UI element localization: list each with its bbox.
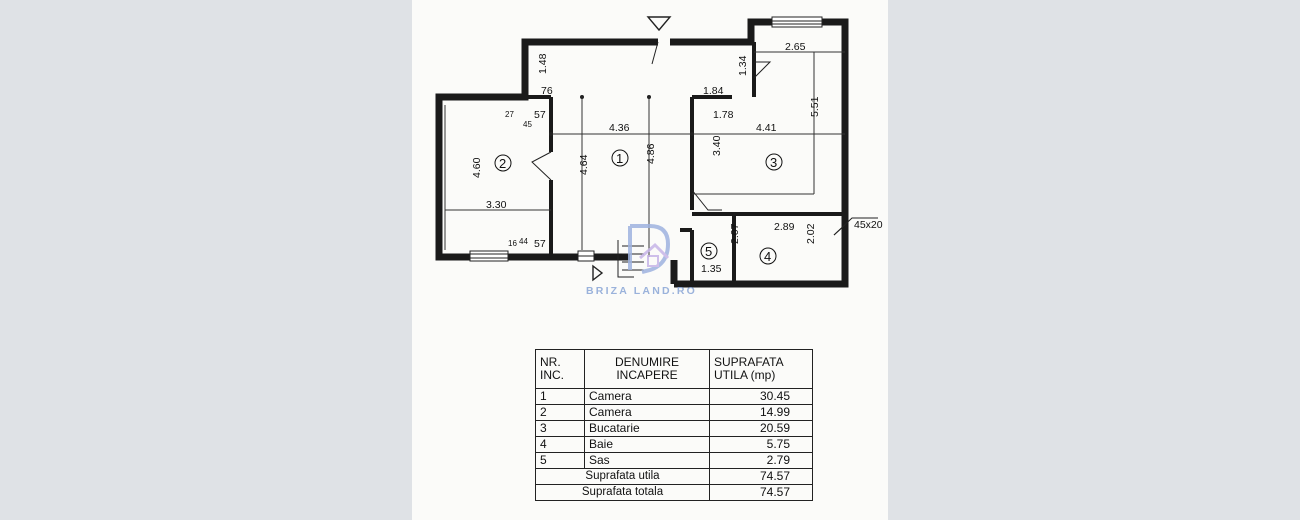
- room-number-1: 1: [616, 151, 623, 166]
- dim-57-top: 57: [534, 109, 546, 121]
- room-number-3: 3: [770, 155, 777, 170]
- floor-plan-drawing: 2.65 1.48 1.34 76 1.84 1.78 5.51 27 45 5…: [435, 16, 883, 297]
- dim-4-36: 4.36: [609, 122, 630, 134]
- table-header-row: NR. INC. DENUMIRE INCAPERE SUPRAFATA UTI…: [535, 349, 813, 389]
- dim-2-07: 2.07: [729, 223, 741, 244]
- dim-3-30: 3.30: [486, 199, 507, 211]
- watermark: BRIZA LAND.RO: [586, 224, 697, 297]
- dim-4-60: 4.60: [471, 157, 483, 178]
- dim-4-86: 4.86: [645, 143, 657, 164]
- header-name: DENUMIRE INCAPERE: [584, 349, 710, 389]
- dim-2-89: 2.89: [774, 221, 795, 233]
- floor-plan-sheet: 2.65 1.48 1.34 76 1.84 1.78 5.51 27 45 5…: [412, 0, 888, 520]
- room-number-2: 2: [499, 156, 506, 171]
- dimension-lines: [444, 51, 845, 257]
- dim-4-41: 4.41: [756, 122, 777, 134]
- dim-1-35: 1.35: [701, 263, 722, 275]
- dim-76: 76: [541, 85, 553, 97]
- dim-45: 45: [523, 120, 532, 129]
- doors: [531, 41, 878, 236]
- interior-walls: [523, 42, 845, 284]
- area-table: NR. INC. DENUMIRE INCAPERE SUPRAFATA UTI…: [535, 349, 813, 501]
- dim-44: 44: [519, 237, 528, 246]
- room-numbers: 2 1 3 4 5: [494, 149, 783, 265]
- entrance-markers: [592, 16, 672, 282]
- dim-3-40: 3.40: [711, 135, 723, 156]
- dim-1-78: 1.78: [713, 109, 734, 121]
- table-row: 5 Sas 2.79: [535, 452, 813, 469]
- dim-5-51: 5.51: [809, 96, 821, 117]
- watermark-text: BRIZA LAND.RO: [586, 285, 697, 297]
- dim-4-64: 4.64: [578, 154, 590, 175]
- header-nr: NR. INC.: [535, 349, 585, 389]
- dimension-labels: 2.65 1.48 1.34 76 1.84 1.78 5.51 27 45 5…: [471, 41, 883, 275]
- table-row: 1 Camera 30.45: [535, 388, 813, 405]
- dim-1-34: 1.34: [737, 55, 749, 76]
- dim-1-48: 1.48: [537, 53, 549, 74]
- dim-16: 16: [508, 239, 517, 248]
- table-row: 3 Bucatarie 20.59: [535, 420, 813, 437]
- header-area: SUPRAFATA UTILA (mp): [709, 349, 813, 389]
- outer-walls: [435, 18, 849, 288]
- dim-57-bottom: 57: [534, 238, 546, 250]
- windows: [469, 16, 823, 262]
- room-number-5: 5: [705, 244, 712, 259]
- room-number-4: 4: [764, 249, 771, 264]
- dim-27: 27: [505, 110, 514, 119]
- table-row: 2 Camera 14.99: [535, 404, 813, 421]
- table-total-row: Suprafata totala 74.57: [535, 484, 813, 501]
- dim-1-84: 1.84: [703, 85, 724, 97]
- dim-45x20: 45x20: [854, 219, 883, 231]
- table-total-row: Suprafata utila 74.57: [535, 468, 813, 485]
- dim-2-65: 2.65: [785, 41, 806, 53]
- dim-2-02: 2.02: [805, 223, 817, 244]
- table-row: 4 Baie 5.75: [535, 436, 813, 453]
